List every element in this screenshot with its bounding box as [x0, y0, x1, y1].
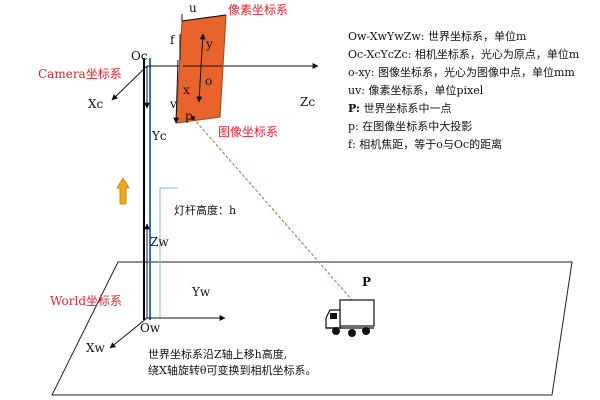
legend-item-world-point: P: 世界坐标系中一点	[348, 101, 451, 115]
axis-u-top	[181, 14, 227, 22]
label-ow: Ow	[140, 321, 161, 335]
label-zw: Zw	[150, 235, 169, 249]
label-pole-height: 灯杆高度：h	[174, 203, 236, 217]
projection-ray	[192, 117, 353, 301]
legend-item-image-point: p: 在图像坐标系中大投影	[348, 119, 472, 133]
legend-item-focal: f: 相机焦距，等于o与Oc的距离	[348, 137, 502, 151]
label-world-point-P: P	[362, 275, 371, 289]
label-y: y	[205, 37, 213, 51]
upward-arrow-icon	[116, 177, 130, 205]
label-x: x	[183, 83, 190, 97]
caption-line-1: 世界坐标系沿Z轴上移h高度,	[148, 347, 287, 361]
label-o: o	[205, 74, 212, 88]
legend-item-image: o-xy: 图像坐标系，光心为图像中点，单位mm	[348, 65, 575, 79]
label-world-system: World坐标系	[50, 294, 122, 308]
legend: Ow-XwYwZw: 世界坐标系，单位m Oc-XcYcZc: 相机坐标系，光心…	[348, 29, 580, 151]
label-zc: Zc	[300, 95, 315, 109]
label-xc: Xc	[88, 97, 104, 111]
label-camera-system: Camera坐标系	[38, 67, 122, 81]
label-pixel-system: 像素坐标系	[228, 3, 288, 17]
legend-item-camera: Oc-XcYcZc: 相机坐标系，光心为原点，单位m	[348, 47, 580, 61]
label-v: v	[169, 97, 177, 111]
label-u: u	[189, 1, 197, 15]
label-yw: Yw	[191, 285, 211, 299]
axis-v	[173, 59, 180, 124]
label-f: f	[170, 33, 176, 47]
label-xw: Xw	[86, 341, 106, 355]
axis-y-image	[199, 33, 206, 67]
legend-item-world: Ow-XwYwZw: 世界坐标系，单位m	[348, 29, 527, 43]
axis-xw	[109, 317, 148, 349]
image-point-p	[191, 116, 195, 120]
label-p: p	[185, 109, 193, 123]
axis-x-image	[196, 65, 203, 103]
legend-item-pixel: uv: 像素坐标系，单位pixel	[348, 83, 484, 97]
label-yc: Yc	[151, 129, 167, 143]
caption-line-2: 绕X轴旋转θ可变换到相机坐标系。	[148, 363, 316, 377]
truck-icon	[325, 299, 375, 337]
label-oc: Oc	[131, 49, 148, 63]
axis-xc	[111, 65, 148, 101]
label-image-system: 图像坐标系	[218, 125, 278, 139]
ground-plane	[51, 261, 573, 396]
